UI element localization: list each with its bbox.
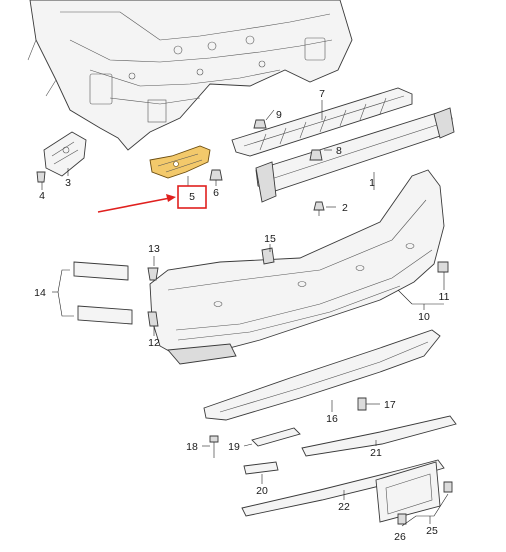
- screw-26: [397, 513, 407, 525]
- bumper-bracket-highlighted: [149, 145, 211, 179]
- trim-strip-22: [241, 459, 445, 517]
- callout-19: 19: [228, 441, 240, 453]
- callout-4: 4: [39, 190, 45, 202]
- trim-strip-21: [301, 415, 457, 457]
- clip-part-13: [147, 267, 159, 281]
- callout-13: 13: [148, 243, 160, 255]
- nut-part-6: [209, 169, 223, 181]
- callout-18: 18: [186, 441, 198, 453]
- leader-lines: [41, 100, 449, 527]
- callout-5: 5: [189, 191, 195, 203]
- license-plate-holder: [375, 461, 441, 523]
- screw-25: [443, 481, 453, 493]
- callout-10: 10: [418, 311, 430, 323]
- side-guide-bracket: [43, 131, 87, 177]
- callout-6: 6: [213, 187, 219, 199]
- reflector-upper: [73, 261, 129, 281]
- callout-25: 25: [426, 525, 438, 537]
- callout-12: 12: [148, 337, 160, 349]
- rear-body-structure: [27, 0, 353, 151]
- clip-part-4: [36, 171, 46, 183]
- callout-9: 9: [276, 109, 282, 121]
- trim-20: [243, 461, 279, 475]
- callout-20: 20: [256, 485, 268, 497]
- bumper-reinforcement-beam: [255, 107, 455, 203]
- reflector-lower: [77, 305, 133, 325]
- trim-19: [251, 427, 301, 447]
- screw-part-2: [313, 201, 325, 216]
- sensor-part-11: [437, 261, 449, 273]
- energy-absorber: [231, 87, 413, 157]
- diffuser-insert: [203, 329, 441, 421]
- callout-7: 7: [319, 88, 325, 100]
- callout-14: 14: [34, 287, 46, 299]
- highlight-marker: [97, 185, 207, 213]
- callout-21: 21: [370, 447, 382, 459]
- callout-11: 11: [439, 291, 450, 303]
- clip-part-12: [147, 311, 159, 327]
- callout-3: 3: [65, 177, 71, 189]
- bumper-cover: [149, 169, 445, 365]
- callout-1: 1: [369, 177, 375, 189]
- callout-labels: 1 2 3 4 5 6 7 8 9 10 11 12 13 14 15 16 1…: [34, 88, 449, 543]
- callout-15: 15: [264, 233, 276, 245]
- callout-16: 16: [326, 413, 338, 425]
- nut-part-8: [309, 149, 323, 161]
- clip-17: [357, 397, 367, 411]
- screw-18: [209, 435, 219, 458]
- callout-26: 26: [394, 531, 406, 543]
- callout-17: 17: [384, 399, 396, 411]
- callout-2: 2: [342, 202, 348, 214]
- bracket-part-15: [261, 247, 275, 265]
- callout-8: 8: [336, 145, 342, 157]
- callout-22: 22: [338, 501, 350, 513]
- screw-part-9: [253, 119, 267, 129]
